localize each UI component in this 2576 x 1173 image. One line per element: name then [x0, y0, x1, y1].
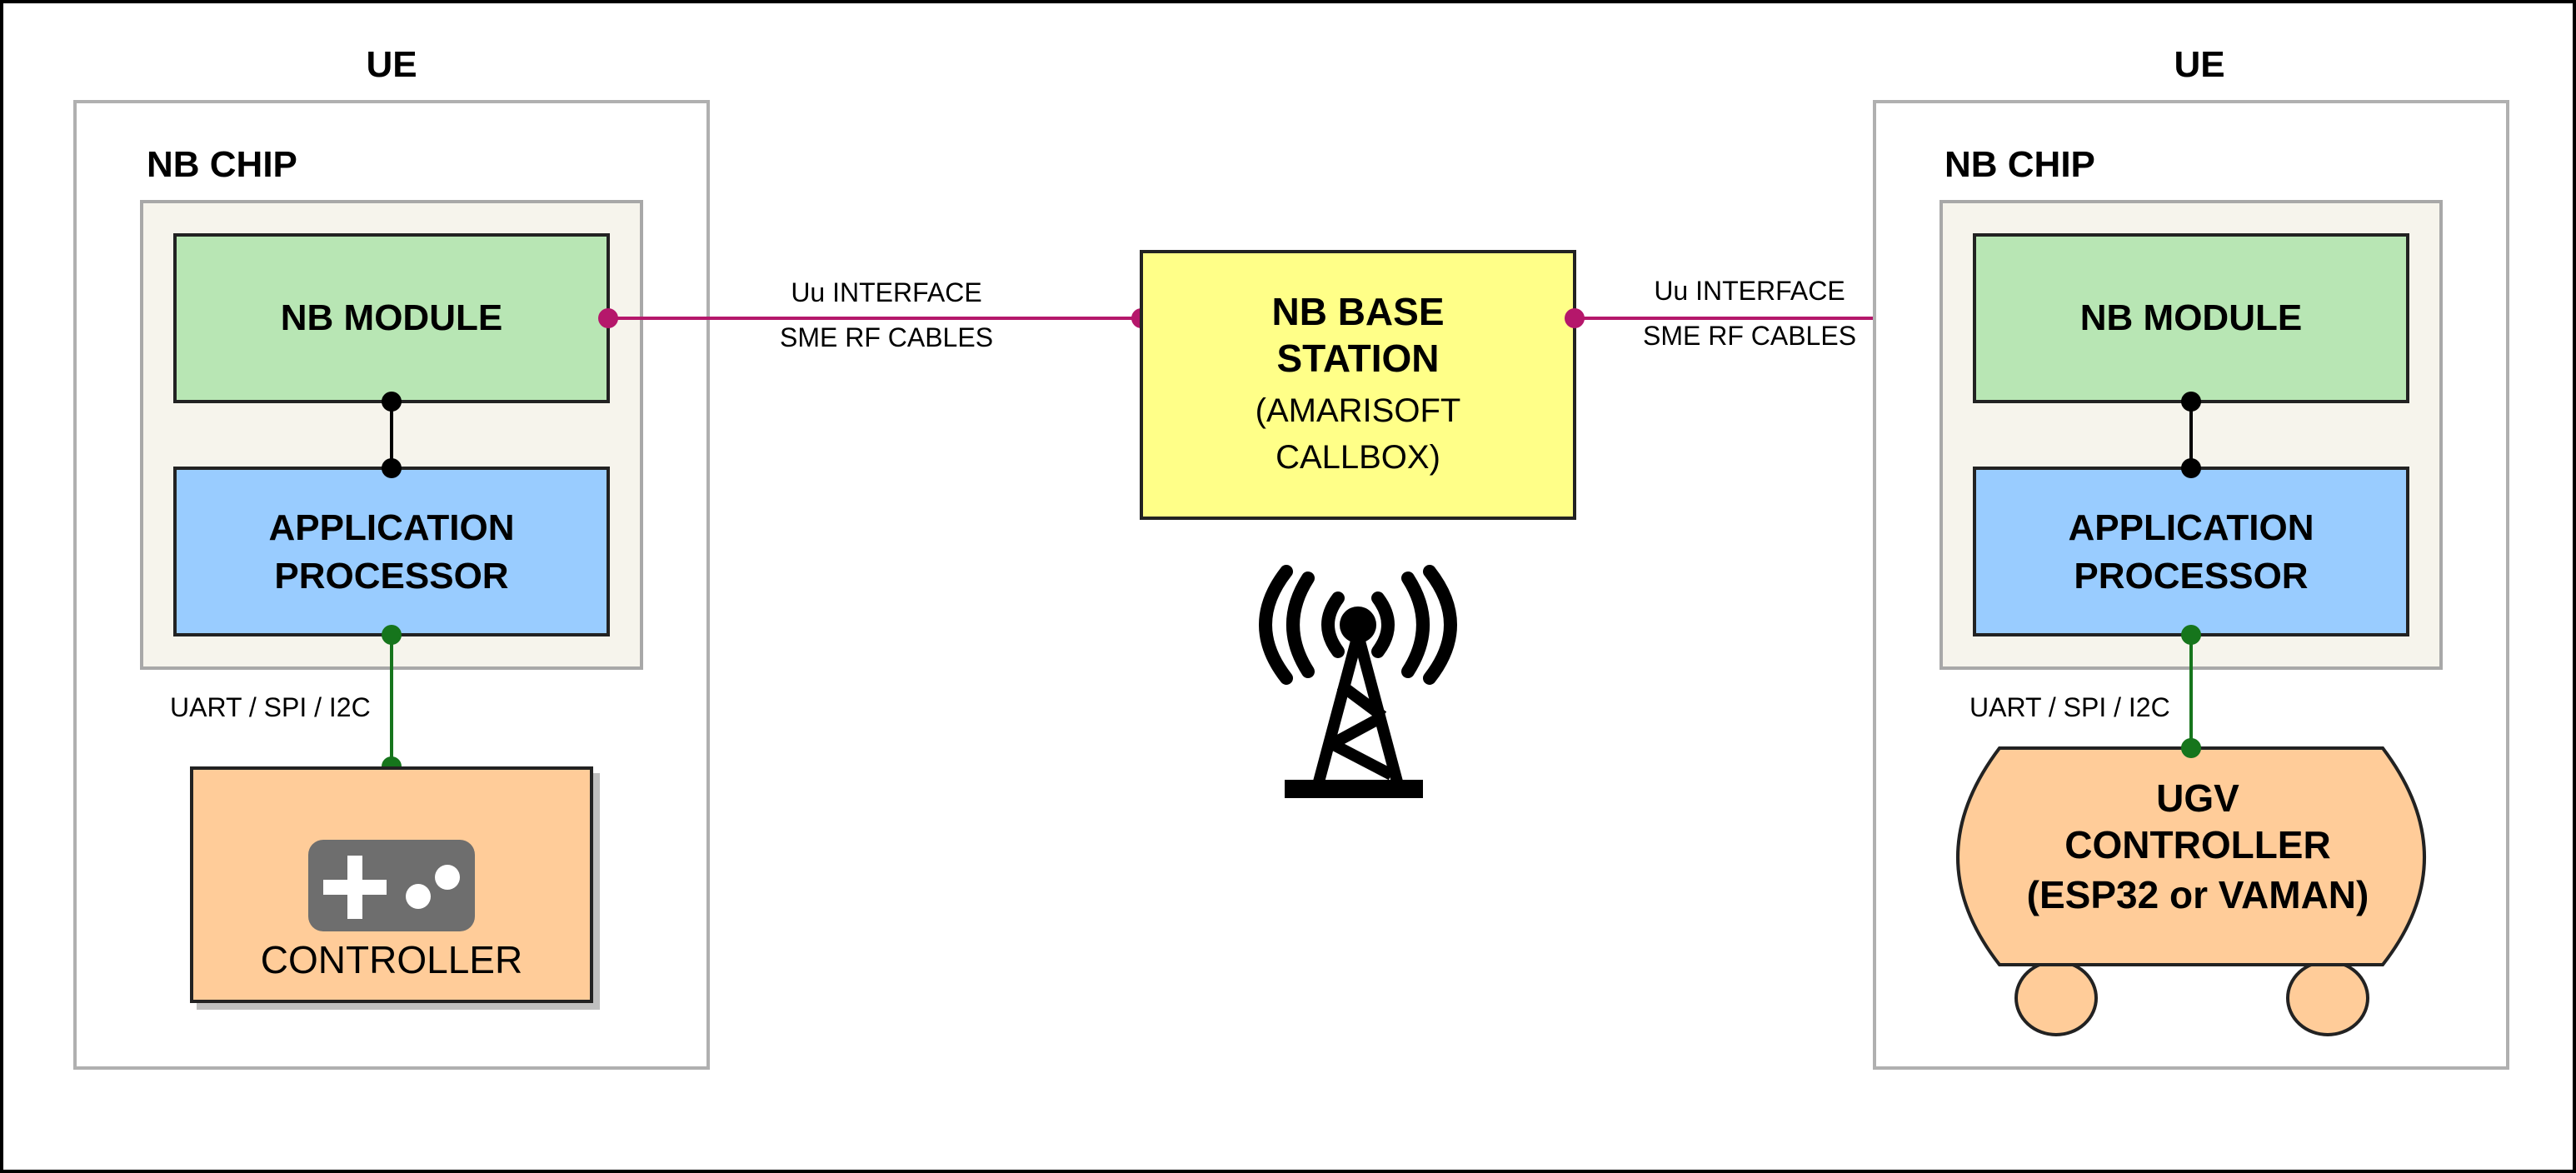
right-nb-module-label: NB MODULE — [2080, 297, 2302, 338]
left-chip-title: NB CHIP — [147, 144, 297, 185]
right-ugv-label-line3: (ESP32 or VAMAN) — [2027, 873, 2369, 916]
right-ue-title: UE — [2174, 44, 2224, 85]
base-station-line4: CALLBOX) — [1276, 439, 1440, 476]
left-connector-dot-bottom — [382, 458, 402, 478]
left-nb-module — [173, 233, 610, 403]
left-processor-label-line1: APPLICATION — [269, 507, 515, 548]
left-controller-label: CONTROLLER — [261, 938, 522, 981]
left-rf-link: Uu INTERFACE SME RF CABLES — [598, 277, 1151, 352]
right-uart-dot-top — [2181, 625, 2201, 645]
left-bus-label: UART / SPI / I2C — [170, 692, 371, 722]
left-link-label-line2: SME RF CABLES — [780, 322, 993, 352]
right-processor-label-line1: APPLICATION — [2069, 507, 2314, 548]
right-connector-dot-top — [2181, 392, 2201, 412]
left-link-label-line1: Uu INTERFACE — [791, 277, 981, 307]
left-processor-label-line2: PROCESSOR — [274, 556, 508, 596]
left-connector-dot-top — [382, 392, 402, 412]
right-link-label-line2: SME RF CABLES — [1643, 321, 1856, 351]
vehicle-icon — [1956, 746, 2426, 1036]
right-nb-module — [1973, 233, 2409, 403]
nb-base-station: NB BASE STATION (AMARISOFT CALLBOX) — [1140, 250, 1576, 520]
right-rf-dot-station — [1565, 308, 1585, 328]
right-processor-label-line2: PROCESSOR — [2074, 556, 2308, 596]
right-application-processor — [1973, 467, 2409, 636]
right-connector-dot-bottom — [2181, 458, 2201, 478]
left-rf-dot-module — [598, 308, 618, 328]
left-application-processor — [173, 467, 610, 636]
right-ugv-label-line2: CONTROLLER — [2064, 823, 2330, 866]
right-link-label-line1: Uu INTERFACE — [1654, 276, 1845, 306]
base-station-line3: (AMARISOFT — [1256, 392, 1461, 429]
right-rf-link: Uu INTERFACE SME RF CABLES — [1565, 276, 1986, 351]
cell-tower-icon — [1259, 565, 1457, 798]
base-station-line1: NB BASE — [1271, 290, 1444, 333]
right-chip-title: NB CHIP — [1944, 144, 2095, 185]
left-uart-dot-top — [382, 625, 402, 645]
left-ue: UE NB CHIP NB MODULE APPLICATION PROCESS… — [73, 44, 710, 1070]
right-bus-label: UART / SPI / I2C — [1969, 692, 2170, 722]
left-ue-title: UE — [366, 44, 417, 85]
right-ugv-label-line1: UGV — [2156, 776, 2239, 820]
left-nb-module-label: NB MODULE — [281, 297, 502, 338]
base-station-line2: STATION — [1276, 337, 1439, 380]
base-station-box — [1140, 250, 1576, 520]
gamepad-icon — [308, 840, 475, 931]
right-ue: UE NB CHIP NB MODULE APPLICATION PROCESS… — [1873, 44, 2509, 1070]
right-ugv-connector-dot — [2181, 738, 2201, 758]
